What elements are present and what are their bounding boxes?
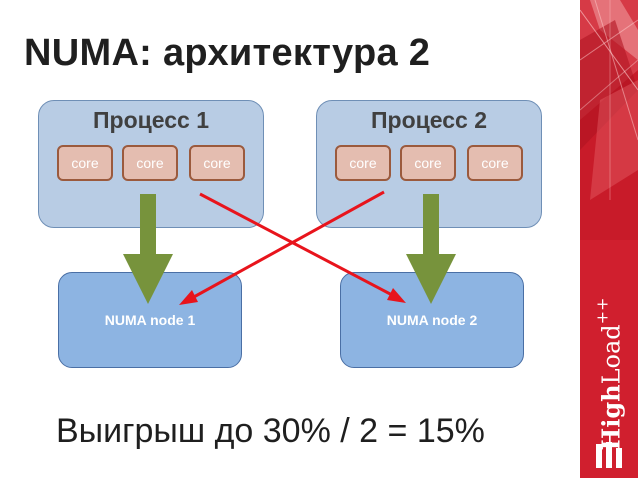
brand-sidebar: HighLoad++ <box>580 0 638 478</box>
process-2-core-2: core <box>400 145 456 181</box>
process-2-core-1: core <box>335 145 391 181</box>
remote-arrow-1-head <box>387 288 406 303</box>
remote-arrow-2 <box>191 190 385 300</box>
arrows-layer <box>123 190 456 305</box>
process-1-core-3: core <box>189 145 245 181</box>
local-arrow-1 <box>123 194 173 304</box>
process-1-box: Процесс 1 core core core <box>38 100 264 228</box>
logo-plus: ++ <box>592 297 612 325</box>
gain-caption: Выигрыш до 30% / 2 = 15% <box>56 412 485 450</box>
remote-arrow-1 <box>199 192 395 298</box>
remote-arrow-2-head <box>179 290 198 305</box>
logo-mark-icon <box>596 442 622 468</box>
process-1-label: Процесс 1 <box>92 107 210 133</box>
process-2-core-3: core <box>467 145 523 181</box>
process-1-core-2: core <box>122 145 178 181</box>
brand-pattern <box>580 0 638 240</box>
logo-load: Load <box>597 324 626 385</box>
slide-title: NUMA: архитектура 2 <box>24 32 431 74</box>
highload-logo: HighLoad++ <box>593 298 626 451</box>
local-arrow-2 <box>406 194 456 304</box>
process-2-label: Процесс 2 <box>370 107 488 133</box>
process-1-core-1: core <box>57 145 113 181</box>
